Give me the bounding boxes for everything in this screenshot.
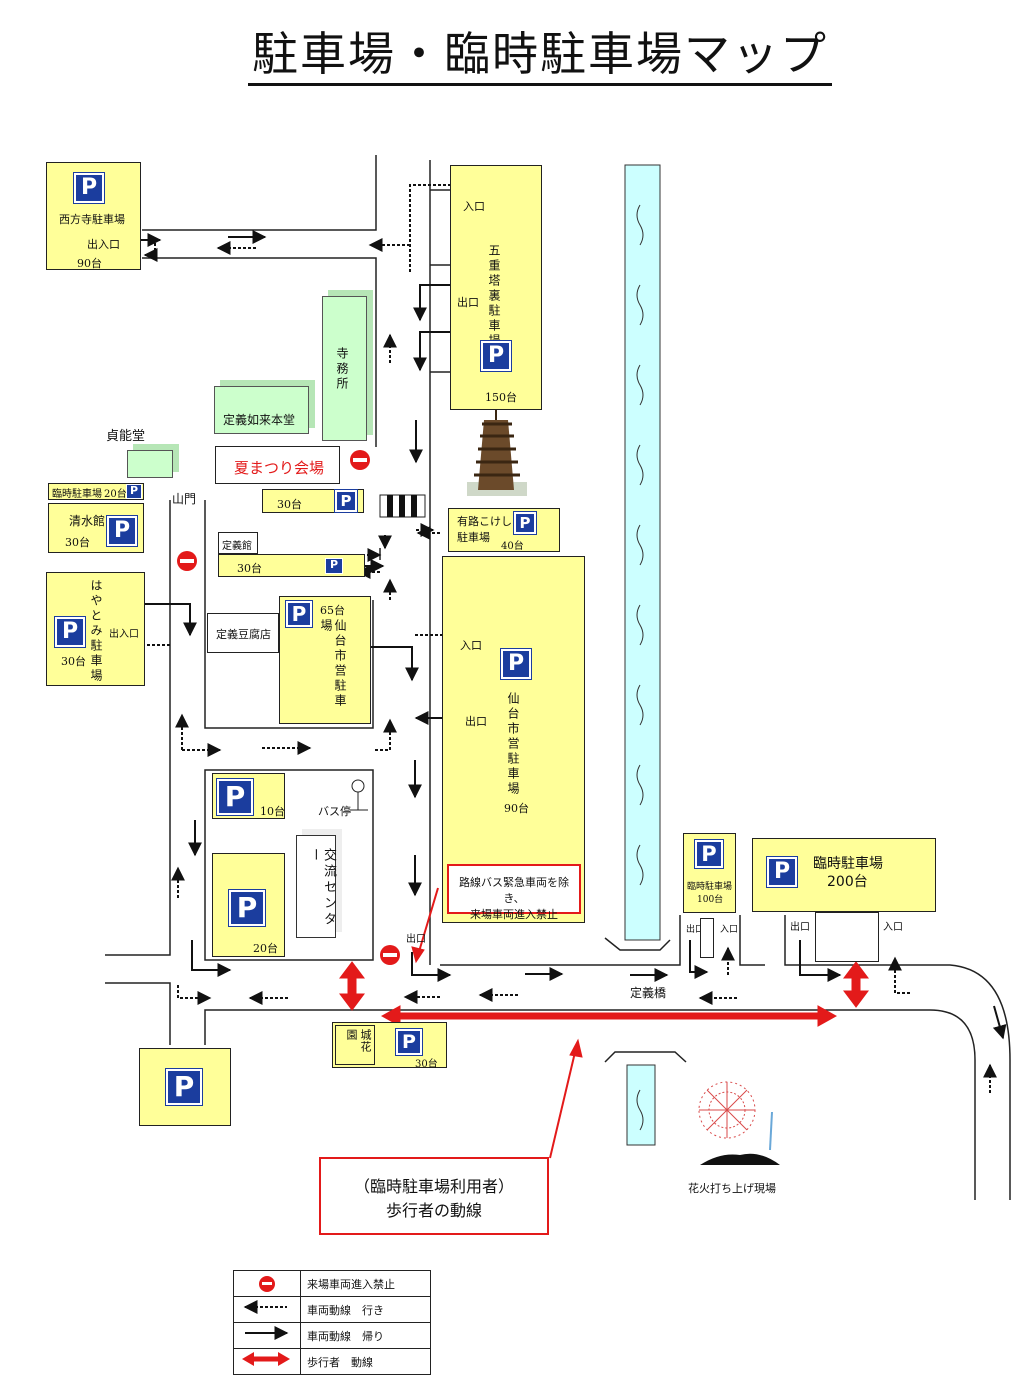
lot-festival-side[interactable]: 30台 P bbox=[262, 489, 364, 513]
temp100-exit: 出口 bbox=[686, 925, 705, 935]
pond bbox=[626, 1064, 656, 1146]
parking-icon: P bbox=[395, 1028, 423, 1056]
fireworks-icon bbox=[698, 1081, 780, 1165]
pedestrian-flow bbox=[339, 887, 869, 1159]
no-entry-icon bbox=[350, 450, 370, 470]
lot-temp-100[interactable]: P 臨時駐車場 100台 bbox=[683, 833, 736, 913]
jogikan-label-box: 定義館 bbox=[218, 532, 258, 554]
pedestrian-notice: （臨時駐車場利用者） 歩行者の動線 bbox=[319, 1157, 549, 1235]
legend-label: 車両動線 帰り bbox=[300, 1322, 431, 1349]
lot-left-bottom[interactable]: P bbox=[139, 1048, 231, 1126]
bottom-exit-label: 出口 bbox=[406, 934, 426, 945]
parking-icon: P bbox=[325, 558, 343, 574]
lot-capacity: 90台 bbox=[77, 257, 102, 270]
lot-center-20[interactable]: P 20台 bbox=[212, 853, 285, 957]
lot-jogikan[interactable]: 30台 P bbox=[218, 554, 365, 577]
teinodo-label: 貞能堂 bbox=[106, 429, 146, 444]
legend-row-return: 車両動線 帰り bbox=[233, 1322, 431, 1349]
parking-icon: P bbox=[165, 1068, 203, 1106]
no-entry-notice: 路線バス緊急車両を除き、 来場車両進入禁止 bbox=[447, 864, 581, 921]
no-entry-icon bbox=[177, 551, 197, 571]
no-entry-icon bbox=[380, 945, 400, 965]
parking-icon: P bbox=[54, 616, 86, 648]
parking-icon: P bbox=[73, 172, 105, 204]
pagoda-icon bbox=[467, 405, 527, 496]
teinodo-building bbox=[127, 450, 173, 478]
crosswalk-icon bbox=[379, 494, 426, 518]
parking-icon: P bbox=[694, 839, 724, 869]
legend-label: 来場車両進入禁止 bbox=[300, 1270, 431, 1297]
legend-row-pedestrian: 歩行者 動線 bbox=[233, 1348, 431, 1375]
lot-capacity: 150台 bbox=[485, 391, 517, 404]
vehicle-flow-return bbox=[130, 230, 1007, 1040]
no-entry-icon bbox=[259, 1275, 275, 1292]
roads bbox=[105, 155, 1011, 1200]
tofu-shop: 定義豆腐店 bbox=[207, 613, 279, 653]
temp100-entrance: 入口 bbox=[720, 925, 739, 935]
sanmon-label: 山門 bbox=[172, 492, 197, 506]
lot-seisuikan[interactable]: 清水館 30台 P bbox=[48, 503, 144, 553]
legend-label: 歩行者 動線 bbox=[300, 1348, 431, 1375]
lot-arikoji[interactable]: 有路こけし駐車場 40台 P bbox=[448, 508, 560, 552]
parking-icon: P bbox=[228, 889, 266, 927]
lot-hayatomi[interactable]: P 30台 はやとみ駐車場 出入口 bbox=[46, 572, 145, 686]
gate-box bbox=[815, 912, 879, 962]
parking-icon: P bbox=[126, 484, 142, 499]
nyorai-hall: 定義如来本堂 bbox=[214, 386, 309, 434]
river-waves bbox=[636, 204, 644, 1131]
lot-name: 五重塔裏駐車場 bbox=[487, 244, 501, 349]
legend-label: 車両動線 行き bbox=[300, 1296, 431, 1323]
lot-gate: 出入口 bbox=[87, 238, 120, 251]
parking-icon: P bbox=[106, 515, 138, 547]
gate-box bbox=[700, 918, 714, 958]
lot-gojuto[interactable]: 入口 五重塔裏駐車場 出口 P 150台 bbox=[450, 165, 542, 410]
bus-stop-icon bbox=[350, 779, 368, 811]
legend-row-going: 車両動線 行き bbox=[233, 1296, 431, 1323]
lot-entrance: 入口 bbox=[463, 200, 485, 213]
jokaen-label-box: 城花園 bbox=[335, 1025, 375, 1065]
lot-temp-20[interactable]: 臨時駐車場 20台 P bbox=[48, 483, 144, 500]
parking-icon: P bbox=[334, 489, 358, 513]
legend: 来場車両進入禁止 車両動線 行き 車両動線 帰り 歩行者 動線 bbox=[233, 1270, 431, 1375]
lot-shiei-small[interactable]: P 65台 仙台市営駐車場 bbox=[279, 596, 371, 724]
legend-row-no-entry: 来場車両進入禁止 bbox=[233, 1270, 431, 1297]
fireworks-label: 花火打ち上げ現場 bbox=[688, 1182, 776, 1195]
lot-name: 西方寺駐車場 bbox=[59, 213, 125, 226]
parking-icon: P bbox=[766, 856, 798, 888]
parking-icon: P bbox=[500, 648, 532, 680]
parking-icon: P bbox=[216, 778, 254, 816]
lot-exit: 出口 bbox=[457, 296, 479, 309]
parking-icon: P bbox=[480, 340, 512, 372]
parking-icon: P bbox=[285, 600, 313, 628]
lot-bus-10[interactable]: P 10台 bbox=[212, 773, 285, 819]
lot-jokaen[interactable]: 城花園 P 30台 bbox=[332, 1022, 447, 1070]
lot-shiei-large[interactable]: 入口 P 仙台市営駐車場 出口 90台 bbox=[442, 556, 585, 923]
koryu-center: 交流センター bbox=[296, 835, 336, 938]
lot-temp-200[interactable]: P 臨時駐車場 200台 bbox=[752, 838, 936, 912]
temple-office: 寺務所 bbox=[322, 296, 367, 441]
festival-venue[interactable]: 夏まつり会場 bbox=[215, 446, 340, 484]
lot-saihoji[interactable]: P 西方寺駐車場 出入口 90台 bbox=[46, 162, 141, 270]
temp200-entrance: 入口 bbox=[883, 922, 903, 933]
temp200-exit: 出口 bbox=[790, 922, 810, 933]
bridge-label: 定義橋 bbox=[630, 986, 667, 1000]
page-title: 駐車場・臨時駐車場マップ bbox=[0, 18, 1033, 86]
bus-stop-label: バス停 bbox=[318, 805, 351, 818]
parking-icon: P bbox=[513, 511, 537, 535]
